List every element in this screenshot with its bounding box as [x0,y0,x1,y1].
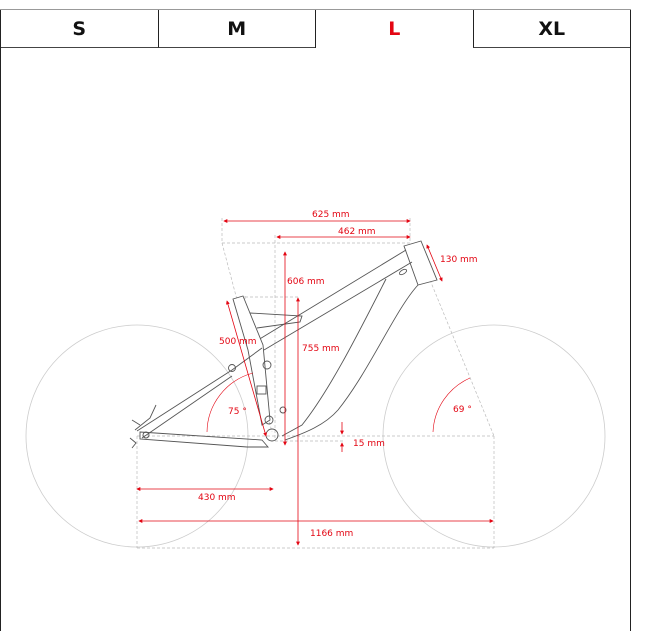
seat-angle-label: 75 ° [228,407,247,417]
wheelbase-label: 1166 mm [310,529,353,539]
dimension-lines [136,219,494,546]
seat-tube-label: 500 mm [219,337,257,347]
chainstay-label: 430 mm [198,493,236,503]
stack-label: 462 mm [338,227,376,237]
tab-size-xl[interactable]: XL [472,10,631,48]
tab-size-m[interactable]: M [157,10,315,48]
guide-lines [136,218,495,549]
bb-drop-label: 15 mm [353,439,385,449]
tab-size-s[interactable]: S [0,10,158,48]
seat-height-label: 755 mm [302,344,340,354]
head-tube-label: 130 mm [440,255,478,265]
bike-frame [129,240,438,449]
reach-label: 625 mm [312,210,350,220]
stack-606-label: 606 mm [287,277,325,287]
geometry-panel [0,47,631,631]
head-angle-label: 69 ° [453,405,472,415]
tab-size-l[interactable]: L [315,10,473,48]
size-tabs: S M L XL [0,9,631,48]
